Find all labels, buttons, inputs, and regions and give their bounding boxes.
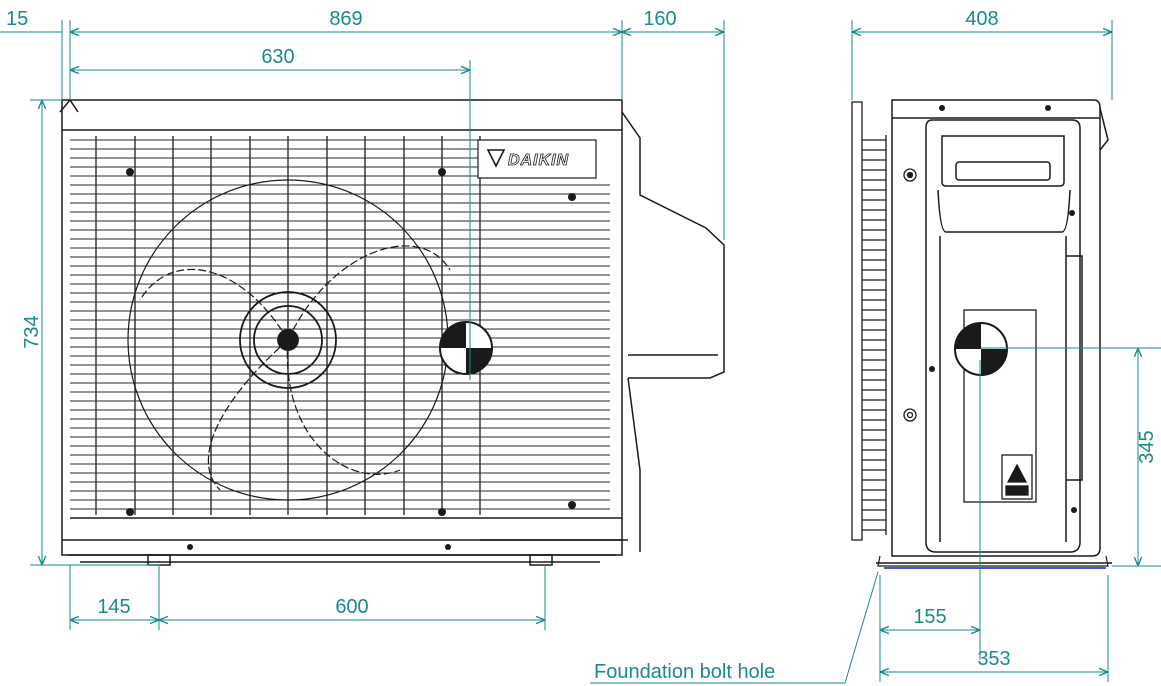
side-fasteners (929, 105, 1077, 513)
side-view (851, 99, 1112, 569)
front-dimension-labels: 15 869 160 630 734 145 600 (6, 8, 677, 618)
mounting-feet (147, 554, 553, 566)
fan-hub (239, 291, 337, 389)
side-label-panel (963, 309, 1037, 503)
dim-side-projection: 160 (643, 8, 676, 30)
side-ports (903, 168, 917, 422)
unit-front-housing (59, 98, 623, 563)
side-base (876, 555, 1112, 569)
center-of-gravity-icon (954, 322, 1008, 376)
dim-total-width: 869 (329, 8, 362, 30)
dim-foot-offset: 145 (97, 596, 130, 618)
dim-height: 734 (21, 315, 43, 348)
center-of-gravity-icon (439, 321, 493, 375)
warning-triangle-icon (1006, 463, 1028, 483)
dim-depth: 408 (965, 8, 998, 30)
logo-text: DAIKIN (508, 152, 569, 169)
dim-left-offset: 15 (6, 8, 28, 30)
front-view: DAIKIN (59, 98, 725, 566)
grille-mount-screws (126, 168, 576, 550)
dim-cog-height: 345 (1136, 430, 1158, 463)
foundation-bolt-note: Foundation bolt hole (594, 661, 775, 683)
side-dimension-labels: 408 345 155 353 Foundation bolt hole (594, 8, 1158, 683)
side-fins (851, 101, 887, 541)
brand-logo: DAIKIN (477, 139, 597, 179)
side-dimensions (590, 20, 1161, 684)
daikin-triangle-icon (486, 149, 506, 168)
dim-cog-horizontal: 630 (261, 46, 294, 68)
dim-bolt-hole-offset: 155 (913, 606, 946, 628)
fan-grille (70, 139, 610, 510)
front-dimensions (0, 20, 725, 630)
dim-bolt-span: 353 (977, 648, 1010, 670)
dim-foot-spacing: 600 (335, 596, 368, 618)
grille-vertical-bars (95, 136, 481, 515)
side-housing (891, 99, 1109, 557)
